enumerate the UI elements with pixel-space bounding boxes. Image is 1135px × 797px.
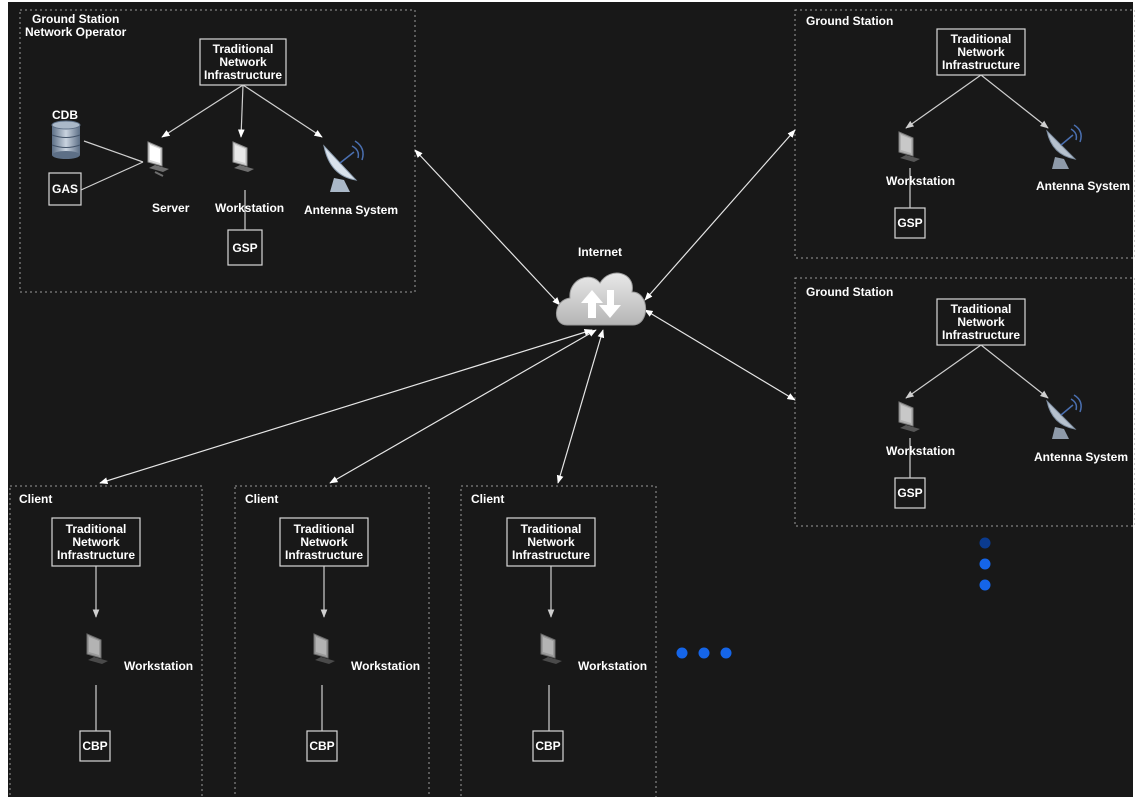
gs1-tni-to-antenna-arrow xyxy=(980,74,1049,129)
operator-internet-link xyxy=(414,149,561,306)
gs1-antenna-label: Antenna System xyxy=(1036,179,1131,193)
cloud-upload-download-icon xyxy=(556,272,647,326)
client-2-box xyxy=(234,485,430,797)
gs1-tni-to-ws-arrow xyxy=(905,74,982,129)
tni-line: Network xyxy=(957,314,1005,329)
gs2-workstation-label: Workstation xyxy=(886,444,956,458)
client3-title: Client xyxy=(471,492,505,506)
gs1-workstation-label: Workstation xyxy=(886,174,956,188)
client3-workstation-label: Workstation xyxy=(578,659,648,673)
tni-to-workstation-arrow xyxy=(237,84,245,138)
more-ground-stations-ellipsis xyxy=(979,537,991,591)
operator-title-line2: Network Operator xyxy=(25,25,127,39)
tni-line: Network xyxy=(300,534,348,549)
gs2-workstation-icon xyxy=(898,401,920,432)
tni-line: Traditional xyxy=(950,31,1012,46)
client2-cbp-label: CBP xyxy=(309,739,335,753)
gs2-internet-link xyxy=(644,309,796,401)
tni-line: Infrastructure xyxy=(941,57,1021,72)
client2-workstation-icon xyxy=(313,633,335,664)
gs2-title: Ground Station xyxy=(806,285,894,299)
gs1-satellite-dish-icon xyxy=(1046,124,1082,169)
client2-internet-link xyxy=(329,329,597,484)
gas-label: GAS xyxy=(51,182,78,196)
operator-group-title: Ground Station Network Operator xyxy=(25,12,126,39)
client1-tni-label: Traditional Network Infrastructure xyxy=(52,518,140,566)
operator-workstation-label: Workstation xyxy=(215,201,285,215)
gs2-tni-label: Traditional Network Infrastructure xyxy=(937,299,1025,345)
gs2-antenna-label: Antenna System xyxy=(1034,450,1129,464)
gs1-tni-label: Traditional Network Infrastructure xyxy=(937,29,1025,75)
client2-tni-label: Traditional Network Infrastructure xyxy=(280,518,368,566)
client2-title: Client xyxy=(245,492,279,506)
internet-label: Internet xyxy=(578,245,623,259)
operator-title-line1: Ground Station xyxy=(32,12,120,26)
tni-line: Traditional xyxy=(520,521,582,536)
gs2-satellite-dish-icon xyxy=(1046,394,1082,439)
gas-to-server-line xyxy=(80,161,144,191)
tni-line: Network xyxy=(219,54,267,69)
tni-to-server-arrow xyxy=(161,84,244,138)
client3-cbp-label: CBP xyxy=(535,739,561,753)
tni-line: Network xyxy=(527,534,575,549)
gs1-title: Ground Station xyxy=(806,14,894,28)
operator-tni-label: Traditional Network Infrastructure xyxy=(200,39,286,85)
gs2-tni-to-ws-arrow xyxy=(905,344,982,399)
tni-line: Infrastructure xyxy=(56,547,136,562)
operator-gsp-label: GSP xyxy=(232,240,258,255)
database-icon xyxy=(51,120,81,159)
client-1-box xyxy=(9,485,203,797)
server-icon xyxy=(147,141,169,177)
tni-line: Network xyxy=(957,44,1005,59)
gs2-gsp-label: GSP xyxy=(897,486,923,500)
client1-workstation-label: Workstation xyxy=(124,659,194,673)
tni-line: Infrastructure xyxy=(511,547,591,562)
gas-box xyxy=(48,172,82,206)
client3-workstation-icon xyxy=(540,633,562,664)
tni-to-antenna-arrow xyxy=(242,84,323,138)
client3-internet-link xyxy=(556,329,605,484)
tni-line: Infrastructure xyxy=(941,327,1021,342)
tni-line: Infrastructure xyxy=(203,67,283,82)
operator-antenna-label: Antenna System xyxy=(304,203,399,217)
ground-station-2-box xyxy=(794,277,1135,527)
client1-cbp-label: CBP xyxy=(82,739,108,753)
gs2-tni-to-antenna-arrow xyxy=(980,344,1049,399)
tni-line: Traditional xyxy=(950,301,1012,316)
diagram-background xyxy=(8,2,1133,797)
tni-line: Traditional xyxy=(293,521,355,536)
operator-satellite-dish-icon xyxy=(323,140,364,192)
tni-line: Traditional xyxy=(65,521,127,536)
cdb-to-server-line xyxy=(83,140,144,163)
client3-cbp-box xyxy=(532,730,564,762)
client1-workstation-icon xyxy=(86,633,108,664)
operator-workstation-icon xyxy=(232,141,254,172)
more-clients-ellipsis xyxy=(676,647,732,659)
tni-line: Traditional xyxy=(212,41,274,56)
server-label: Server xyxy=(152,201,190,215)
gs1-gsp-label: GSP xyxy=(897,216,923,230)
gs1-internet-link xyxy=(644,129,796,301)
client-3-box xyxy=(460,485,657,797)
client1-title: Client xyxy=(19,492,53,506)
tni-line: Infrastructure xyxy=(284,547,364,562)
client3-tni-label: Traditional Network Infrastructure xyxy=(507,518,595,566)
client1-cbp-box xyxy=(79,730,111,762)
client2-workstation-label: Workstation xyxy=(351,659,421,673)
cdb-label: CDB xyxy=(52,108,78,122)
tni-line: Network xyxy=(72,534,120,549)
gs1-workstation-icon xyxy=(898,131,920,162)
